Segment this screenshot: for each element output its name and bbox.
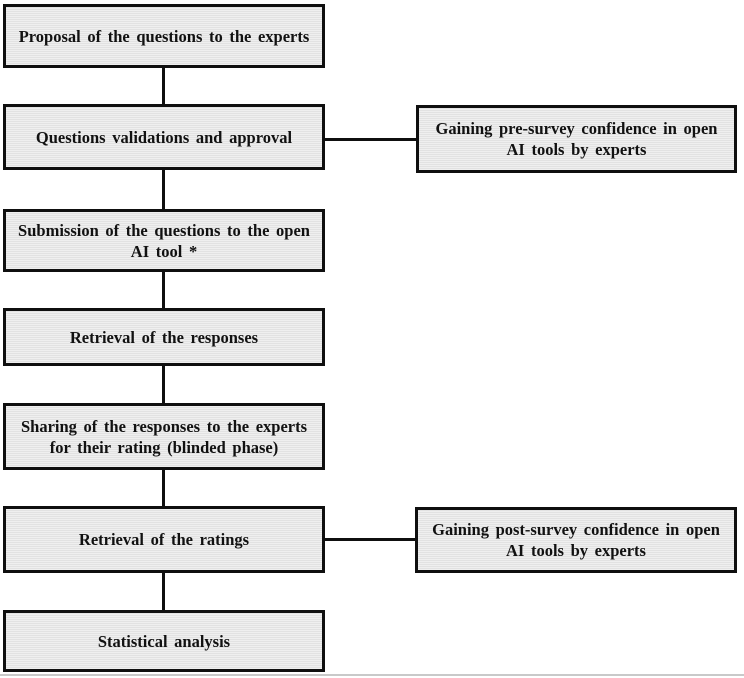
flow-step-label: Submission of the questions to the open … bbox=[18, 220, 310, 261]
flow-step-retrieval-of-responses: Retrieval of the responses bbox=[3, 308, 325, 366]
side-box-post-survey-confidence: Gaining post-survey confidence in open A… bbox=[415, 507, 737, 573]
connector-line-vertical bbox=[162, 573, 165, 610]
flow-step-label: Statistical analysis bbox=[97, 631, 231, 651]
flow-step-statistical-analysis: Statistical analysis bbox=[3, 610, 325, 672]
connector-line-vertical bbox=[162, 366, 165, 403]
flow-step-proposal-of-questions: Proposal of the questions to the experts bbox=[3, 4, 325, 68]
connector-line-vertical bbox=[162, 68, 165, 104]
connector-line-vertical bbox=[162, 272, 165, 308]
connector-line-horizontal bbox=[325, 538, 415, 541]
connector-line-vertical bbox=[162, 470, 165, 506]
connector-line-vertical bbox=[162, 170, 165, 209]
flow-step-label: Retrieval of the responses bbox=[69, 327, 259, 347]
flow-step-label: Proposal of the questions to the experts bbox=[18, 26, 310, 46]
side-box-label: Gaining post-survey confidence in open A… bbox=[432, 520, 720, 560]
flow-step-questions-validation: Questions validations and approval bbox=[3, 104, 325, 170]
flow-step-label: Retrieval of the ratings bbox=[78, 530, 250, 549]
page-edge-line bbox=[0, 674, 744, 676]
flow-step-submission-to-ai-tool: Submission of the questions to the open … bbox=[3, 209, 325, 272]
side-box-pre-survey-confidence: Gaining pre-survey confidence in open AI… bbox=[416, 105, 737, 173]
connector-line-horizontal bbox=[325, 138, 416, 141]
flow-step-retrieval-of-ratings: Retrieval of the ratings bbox=[3, 506, 325, 573]
flow-step-label: Questions validations and approval bbox=[35, 127, 293, 147]
flow-step-sharing-responses-blinded: Sharing of the responses to the experts … bbox=[3, 403, 325, 470]
flow-step-label: Sharing of the responses to the experts … bbox=[20, 416, 308, 457]
side-box-label: Gaining pre-survey confidence in open AI… bbox=[435, 119, 718, 159]
